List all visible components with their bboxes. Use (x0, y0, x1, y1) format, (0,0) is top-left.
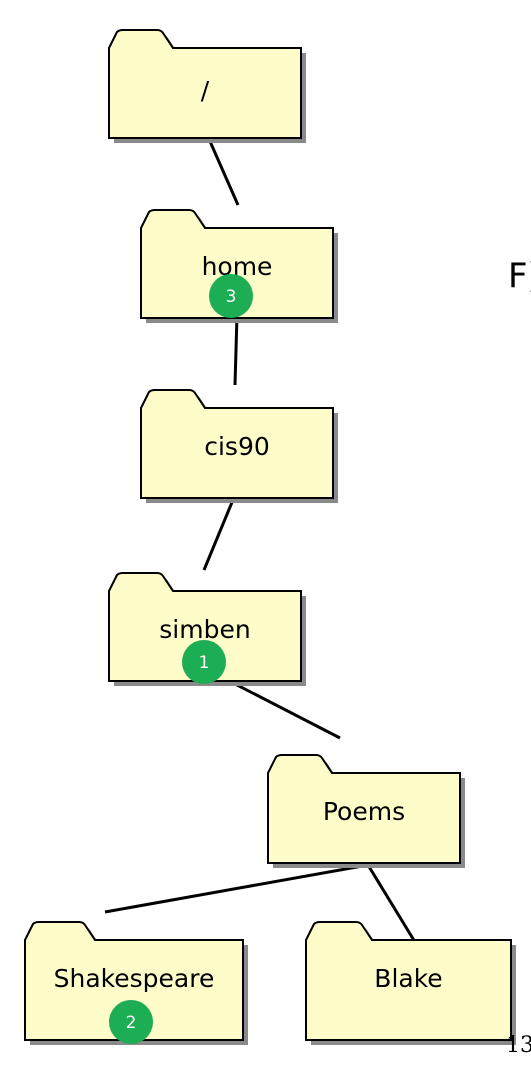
edge-cis90-simben (202, 494, 237, 571)
folder-icon (140, 389, 334, 499)
folder-icon (267, 754, 461, 864)
edge-home-cis90 (233, 314, 239, 386)
folder-label: / (201, 76, 210, 105)
step-badge-number: 2 (126, 1013, 137, 1033)
folder-blake: Blake (305, 921, 516, 1045)
folder-label: Shakespeare (54, 964, 215, 993)
folder-icon (108, 572, 302, 682)
step-badge-number: 3 (226, 287, 237, 307)
folder-root: / (108, 29, 306, 143)
folder-cis90: cis90 (140, 389, 338, 503)
folder-shakespeare: Shakespeare 2 (24, 921, 248, 1045)
step-badge (209, 274, 253, 318)
step-badge-number: 1 (199, 653, 210, 673)
step-badge (109, 1000, 153, 1044)
folder-label: cis90 (204, 432, 270, 461)
folder-icon (305, 921, 512, 1041)
folder-icon (140, 209, 334, 319)
folder-poems: Poems (267, 754, 465, 868)
step-badge (182, 640, 226, 684)
page-number: 13 (506, 1033, 531, 1058)
folder-label: Poems (323, 797, 405, 826)
folder-label: simben (159, 615, 250, 644)
edge-poems-shakespeare (104, 863, 369, 914)
folder-icon (24, 921, 244, 1041)
folder-icon (108, 29, 302, 139)
folder-label: Blake (374, 964, 442, 993)
folder-simben: simben 1 (108, 572, 306, 686)
edge-poems-blake (366, 864, 417, 943)
side-text: F) (508, 257, 531, 297)
